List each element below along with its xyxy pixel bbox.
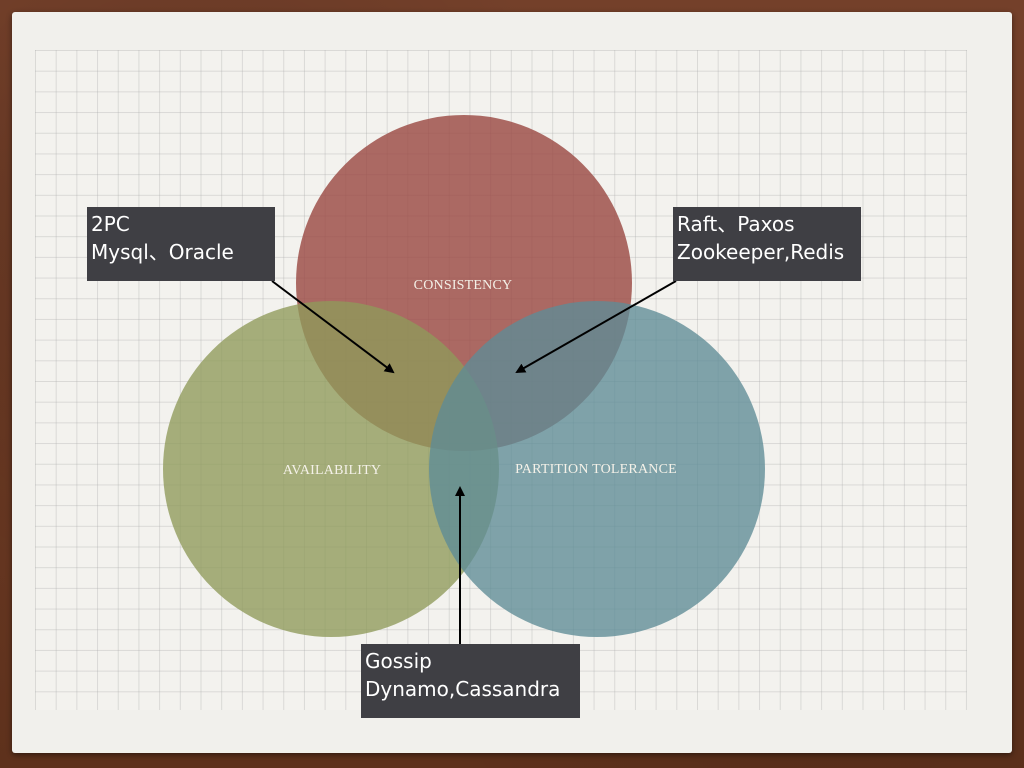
ca-arrow	[271, 280, 395, 374]
cp-callout-line-1: Raft、Paxos	[677, 212, 795, 236]
partition-tolerance-circle	[429, 301, 765, 637]
ap-callout: Gossip Dynamo,Cassandra	[361, 644, 580, 718]
partition-tolerance-label: PARTITION TOLERANCE	[515, 462, 677, 477]
availability-label: AVAILABILITY	[283, 463, 381, 478]
cp-callout-line-2: Zookeeper,Redis	[677, 240, 845, 264]
cp-arrow	[515, 280, 677, 373]
ap-callout-line-1: Gossip	[365, 649, 432, 673]
consistency-label: CONSISTENCY	[414, 278, 513, 293]
ap-callout-line-2: Dynamo,Cassandra	[365, 677, 561, 701]
cp-callout: Raft、Paxos Zookeeper,Redis	[673, 207, 861, 281]
ca-callout-line-2: Mysql、Oracle	[91, 240, 234, 264]
availability-circle	[163, 301, 499, 637]
ca-callout-line-1: 2PC	[91, 212, 130, 236]
ca-callout: 2PC Mysql、Oracle	[87, 207, 275, 281]
